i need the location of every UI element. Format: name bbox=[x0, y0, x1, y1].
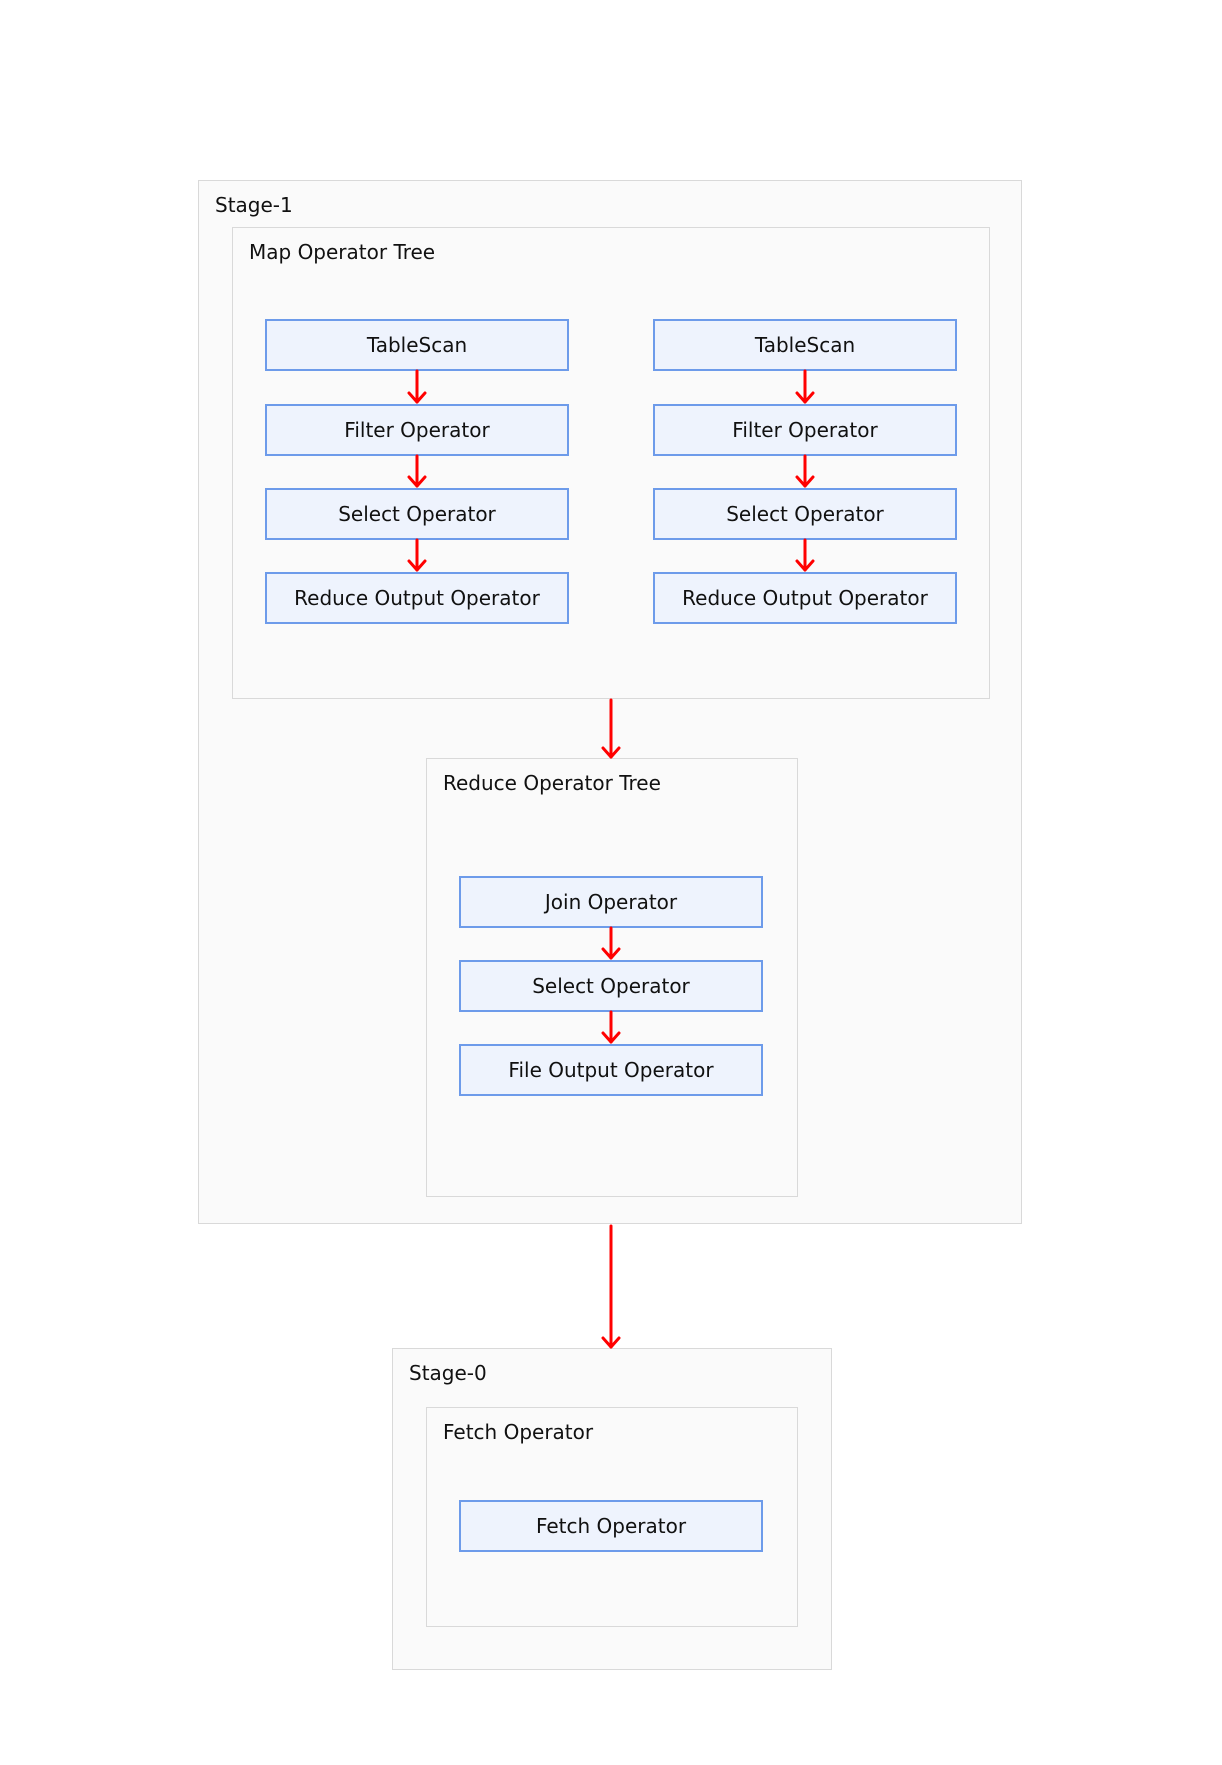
fetch-operator-container-label: Fetch Operator bbox=[443, 1420, 594, 1444]
fetch-operator-node[interactable]: Fetch Operator bbox=[459, 1500, 763, 1552]
stage-1-label: Stage-1 bbox=[215, 193, 293, 217]
stage-0-label: Stage-0 bbox=[409, 1361, 487, 1385]
right-select-operator-node[interactable]: Select Operator bbox=[653, 488, 957, 540]
left-select-operator-node[interactable]: Select Operator bbox=[265, 488, 569, 540]
arrow-stage-1-to-stage-0 bbox=[601, 1224, 621, 1349]
right-filter-operator-node[interactable]: Filter Operator bbox=[653, 404, 957, 456]
reduce-operator-tree-label: Reduce Operator Tree bbox=[443, 771, 661, 795]
map-operator-tree-container: Map Operator Tree bbox=[232, 227, 990, 699]
left-reduce-output-operator-node[interactable]: Reduce Output Operator bbox=[265, 572, 569, 624]
left-filter-operator-node[interactable]: Filter Operator bbox=[265, 404, 569, 456]
reduce-select-operator-node[interactable]: Select Operator bbox=[459, 960, 763, 1012]
right-reduce-output-operator-node[interactable]: Reduce Output Operator bbox=[653, 572, 957, 624]
right-tablescan-node[interactable]: TableScan bbox=[653, 319, 957, 371]
file-output-operator-node[interactable]: File Output Operator bbox=[459, 1044, 763, 1096]
map-operator-tree-label: Map Operator Tree bbox=[249, 240, 436, 264]
left-tablescan-node[interactable]: TableScan bbox=[265, 319, 569, 371]
join-operator-node[interactable]: Join Operator bbox=[459, 876, 763, 928]
